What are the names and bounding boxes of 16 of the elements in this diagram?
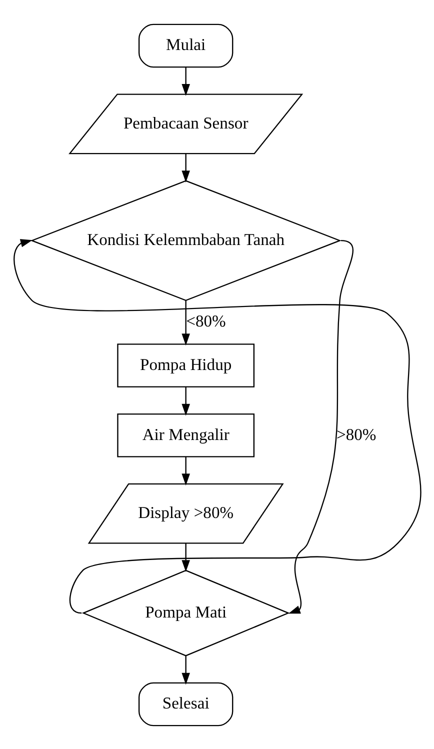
- edge-label: >80%: [336, 424, 376, 444]
- arrow: [181, 542, 190, 572]
- node-diamond: Kondisi Kelemmbaban Tanah: [30, 180, 341, 301]
- arrow: [181, 456, 190, 486]
- node-box: Selesai: [138, 682, 233, 726]
- node-box: Pompa Hidup: [116, 343, 254, 387]
- node-diamond: Pompa Mati: [81, 569, 290, 656]
- arrow: [181, 153, 190, 182]
- edge-label: <80%: [186, 311, 226, 330]
- arrow: [181, 656, 190, 684]
- node-box: Air Mengalir: [116, 413, 254, 457]
- arrow: [181, 300, 190, 345]
- node-box: Mulai: [138, 23, 233, 68]
- arrow: [13, 238, 421, 614]
- arrow: [181, 66, 190, 96]
- arrow: [181, 386, 190, 416]
